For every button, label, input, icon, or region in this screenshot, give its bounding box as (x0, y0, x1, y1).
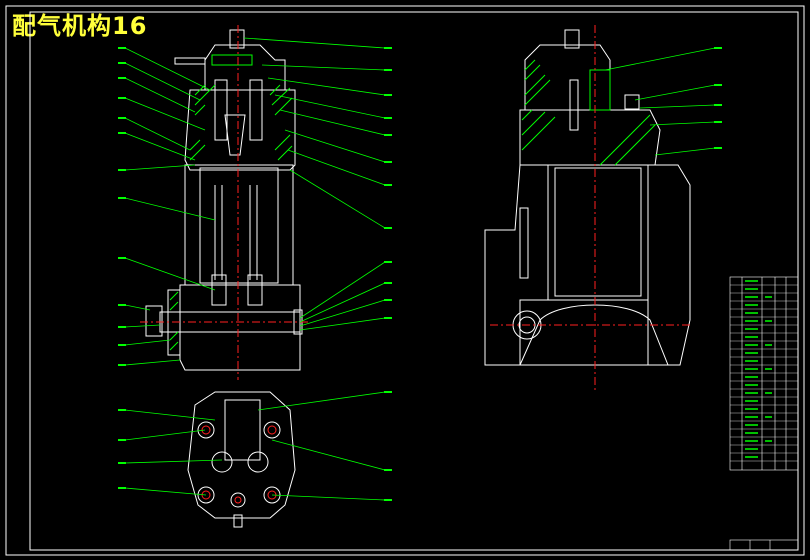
leader-lines (124, 37, 716, 501)
right-section-view (484, 29, 691, 366)
title-block (729, 539, 799, 551)
parts-list-entries (745, 280, 772, 458)
right-view-centerlines (490, 25, 690, 390)
drawing-title: 配气机构16 (12, 12, 148, 40)
parts-list-rows (730, 284, 798, 462)
right-view-hatching (521, 59, 656, 166)
left-view-hatching (169, 54, 293, 351)
left-view-centerlines (140, 25, 310, 380)
head-plan-accents (201, 425, 277, 504)
head-plan-view (187, 391, 296, 528)
parts-list-table (729, 276, 799, 471)
left-section-view (145, 29, 303, 371)
part-number-markers (118, 47, 722, 501)
inner-frame (29, 11, 799, 551)
outer-frame (5, 5, 805, 556)
